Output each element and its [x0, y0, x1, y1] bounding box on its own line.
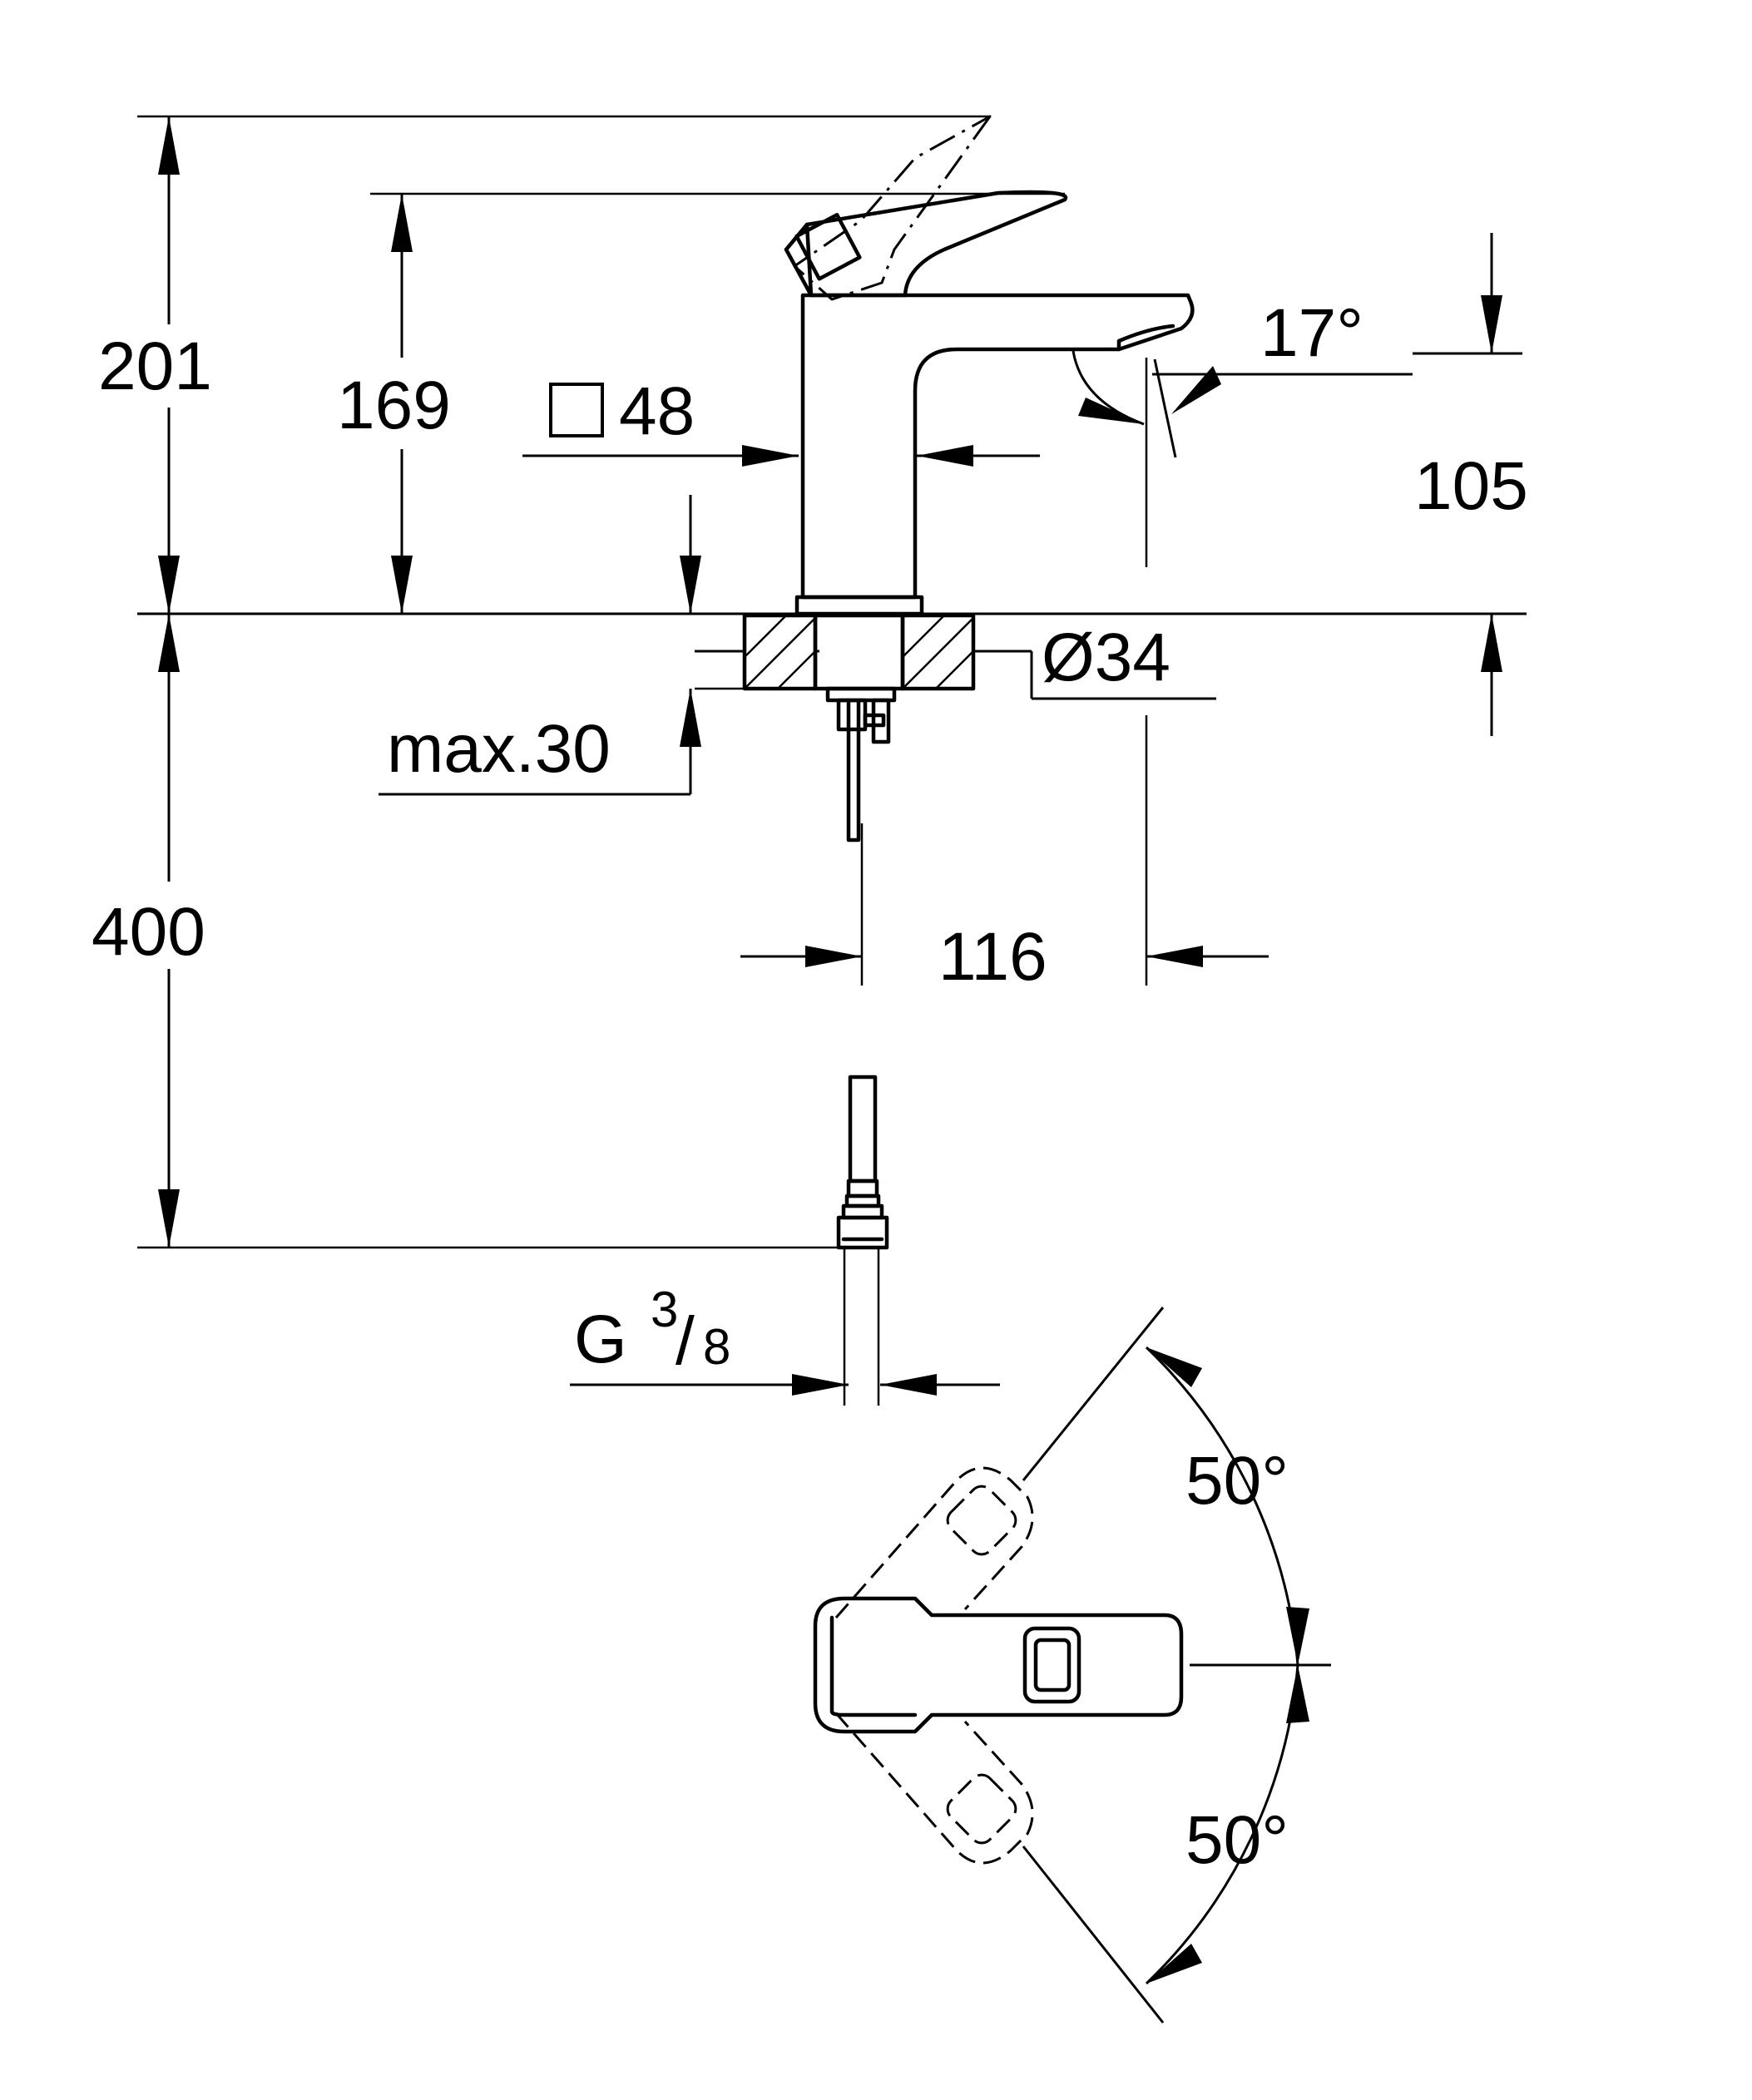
- dim-spout-height: 169: [337, 368, 451, 443]
- dimension-arrowheads: [158, 116, 1502, 1984]
- countertop-hatch: [744, 615, 974, 689]
- lever-lower-position: [834, 1712, 1034, 1865]
- dim-hose-length: 400: [92, 894, 205, 970]
- dim-body-square: 48: [619, 373, 695, 449]
- dim-hole-diameter: Ø34: [1042, 620, 1170, 695]
- square-symbol: [549, 383, 604, 437]
- dim-outlet-height: 105: [1414, 448, 1528, 524]
- dim-thread-numerator: 3: [651, 1282, 678, 1337]
- dim-connection-thread: G: [574, 1302, 627, 1377]
- dim-spout-angle: 17°: [1260, 295, 1363, 371]
- dim-max-deck-thickness: max.30: [387, 711, 611, 787]
- lever-center-position: [813, 1596, 1184, 1734]
- dim-lever-swing-lower: 50°: [1185, 1802, 1289, 1878]
- lever-outline: [804, 190, 1068, 298]
- lever-plan-view: [813, 1466, 1184, 1865]
- lever-raised-outline: [793, 115, 992, 301]
- dim-thread-slash: /: [676, 1303, 695, 1379]
- faucet-body: [800, 293, 1195, 600]
- dim-lever-swing-upper: 50°: [1185, 1443, 1289, 1519]
- dim-thread-denominator: 8: [703, 1319, 730, 1375]
- lever-upper-position: [834, 1466, 1034, 1618]
- dimension-labels: 201 169 48 17° 105 Ø34 max.30 116 400 G …: [92, 295, 1528, 1878]
- dim-total-height: 201: [98, 329, 212, 404]
- dim-spout-projection: 116: [938, 919, 1047, 995]
- faucet-side-view: [742, 115, 1195, 1406]
